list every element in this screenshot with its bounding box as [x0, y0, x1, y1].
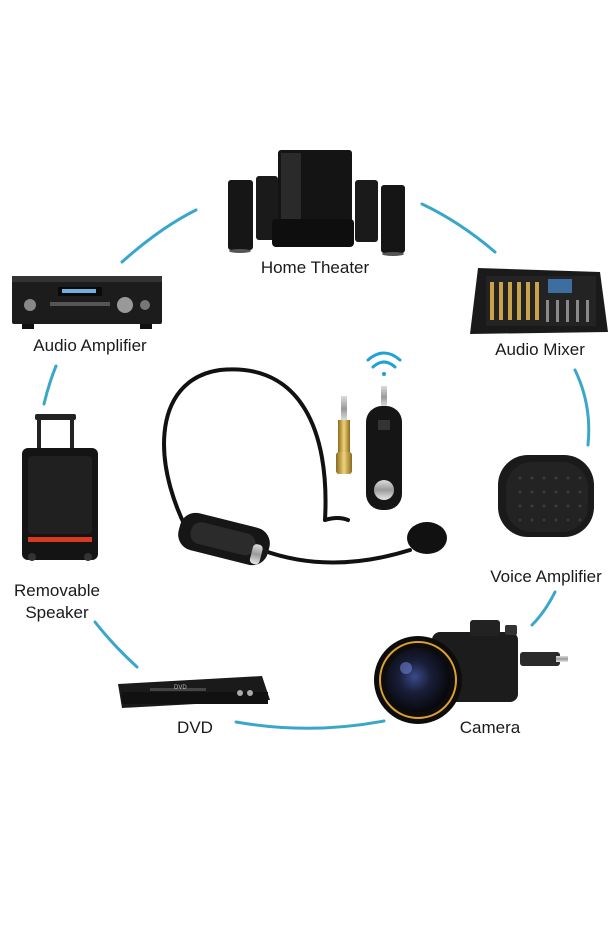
voice-amplifier-image [498, 455, 594, 537]
label-audio-amplifier: Audio Amplifier [33, 336, 147, 355]
dvd-logo-text: DVD [174, 685, 187, 691]
arc-voice-to-camera [530, 590, 557, 627]
label-voice-amplifier: Voice Amplifier [490, 567, 602, 586]
home-theater-image [228, 150, 405, 256]
arc-dvd-to-speaker [93, 620, 139, 669]
bodypack-transmitter [178, 512, 270, 566]
wifi-signal-icon [366, 351, 402, 376]
ear-hook [323, 516, 350, 522]
arc-mixer-to-voice [573, 368, 591, 447]
audio-mixer-image [470, 268, 608, 334]
label-removable-speaker-line1: Removable [14, 581, 100, 600]
arc-amplifier-to-theater [120, 208, 198, 264]
arc-theater-to-mixer [420, 202, 497, 254]
label-audio-mixer: Audio Mixer [495, 340, 585, 359]
connector-arcs [42, 202, 591, 730]
label-home-theater: Home Theater [260, 258, 370, 277]
mic-boom [260, 548, 412, 565]
dvd-player-image: DVD [118, 676, 270, 708]
headset-microphone-image [162, 367, 447, 566]
camera-image [374, 620, 568, 724]
label-camera: Camera [459, 718, 521, 737]
arc-speaker-to-amplifier [42, 364, 58, 406]
label-removable-speaker-line2: Speaker [25, 603, 89, 622]
foam-windscreen [407, 522, 447, 554]
removable-speaker-image [22, 414, 98, 561]
arc-camera-to-dvd [234, 719, 386, 730]
wireless-receiver-image [336, 351, 402, 510]
headband [162, 367, 328, 548]
audio-amplifier-image [12, 276, 162, 329]
quarter-inch-adapter [336, 396, 352, 474]
label-dvd: DVD [177, 718, 213, 737]
